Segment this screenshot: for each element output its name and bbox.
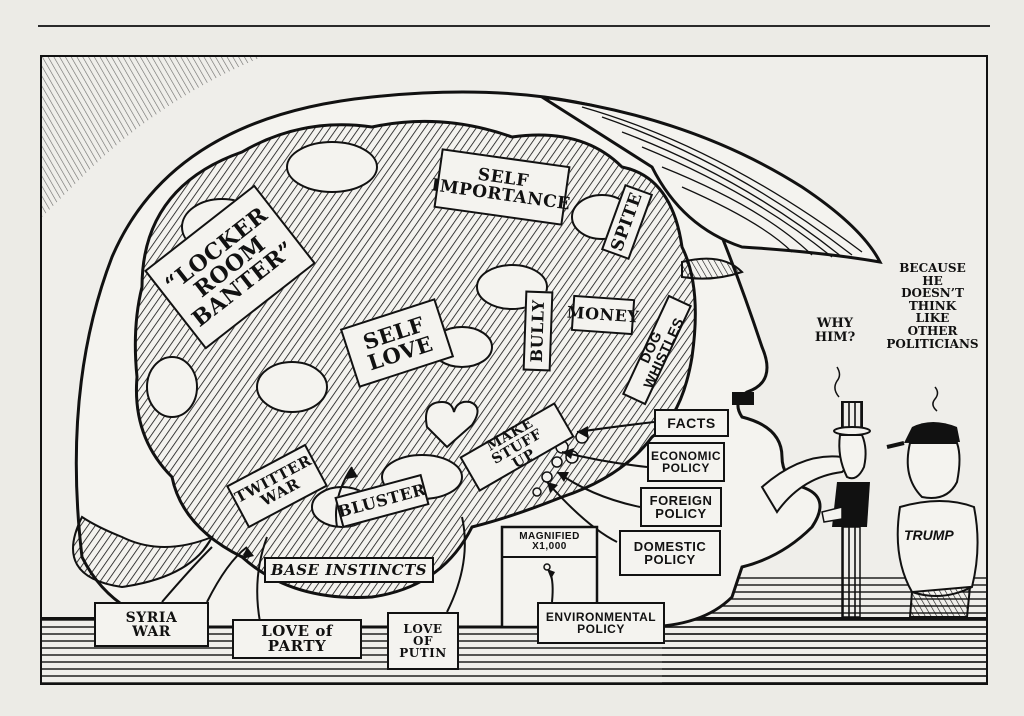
label-environmental-policy: ENVIRONMENTAL POLICY <box>537 602 665 644</box>
hair-sweep <box>541 95 883 264</box>
heart-icon <box>425 400 479 449</box>
cartoon-panel: “LOCKER ROOM BANTER” SELF IMPORTANCE SPI… <box>40 55 988 685</box>
label-domestic-policy: DOMESTIC POLICY <box>619 530 721 576</box>
corner-hatching <box>42 57 262 217</box>
label-love-of-party: LOVE of PARTY <box>232 619 362 659</box>
label-magnified: MAGNIFIED X1,000 <box>519 531 580 552</box>
cartoon-artwork <box>42 57 986 683</box>
label-foreign-policy: FOREIGN POLICY <box>640 487 722 527</box>
mouth <box>732 392 754 405</box>
label-love-of-putin: LOVE OF PUTIN <box>387 612 459 670</box>
uncle-sam <box>821 401 871 618</box>
tiny-brain-dot <box>543 563 551 571</box>
arrowheads <box>242 426 588 559</box>
label-bully: BULLY <box>522 290 554 372</box>
eye <box>681 257 744 280</box>
label-economic-policy: ECONOMIC POLICY <box>647 442 725 482</box>
shirt-text: TRUMP <box>904 527 954 543</box>
hair-strokes <box>581 106 863 258</box>
page-rule <box>38 25 990 27</box>
label-facts: FACTS <box>654 409 729 437</box>
speech-supporter: BECAUSE HE DOESN’T THINK LIKE OTHER POLI… <box>886 261 979 351</box>
speech-squiggle <box>834 366 841 398</box>
hair-flip <box>72 515 215 589</box>
speech-uncle-sam: WHY HIM? <box>814 316 856 345</box>
speech-squiggle <box>932 386 939 412</box>
label-syria-war: SYRIA WAR <box>94 602 209 647</box>
label-base-instincts: BASE INSTINCTS <box>264 557 434 583</box>
label-money: MONEY <box>566 294 640 336</box>
trump-supporter <box>886 422 979 618</box>
